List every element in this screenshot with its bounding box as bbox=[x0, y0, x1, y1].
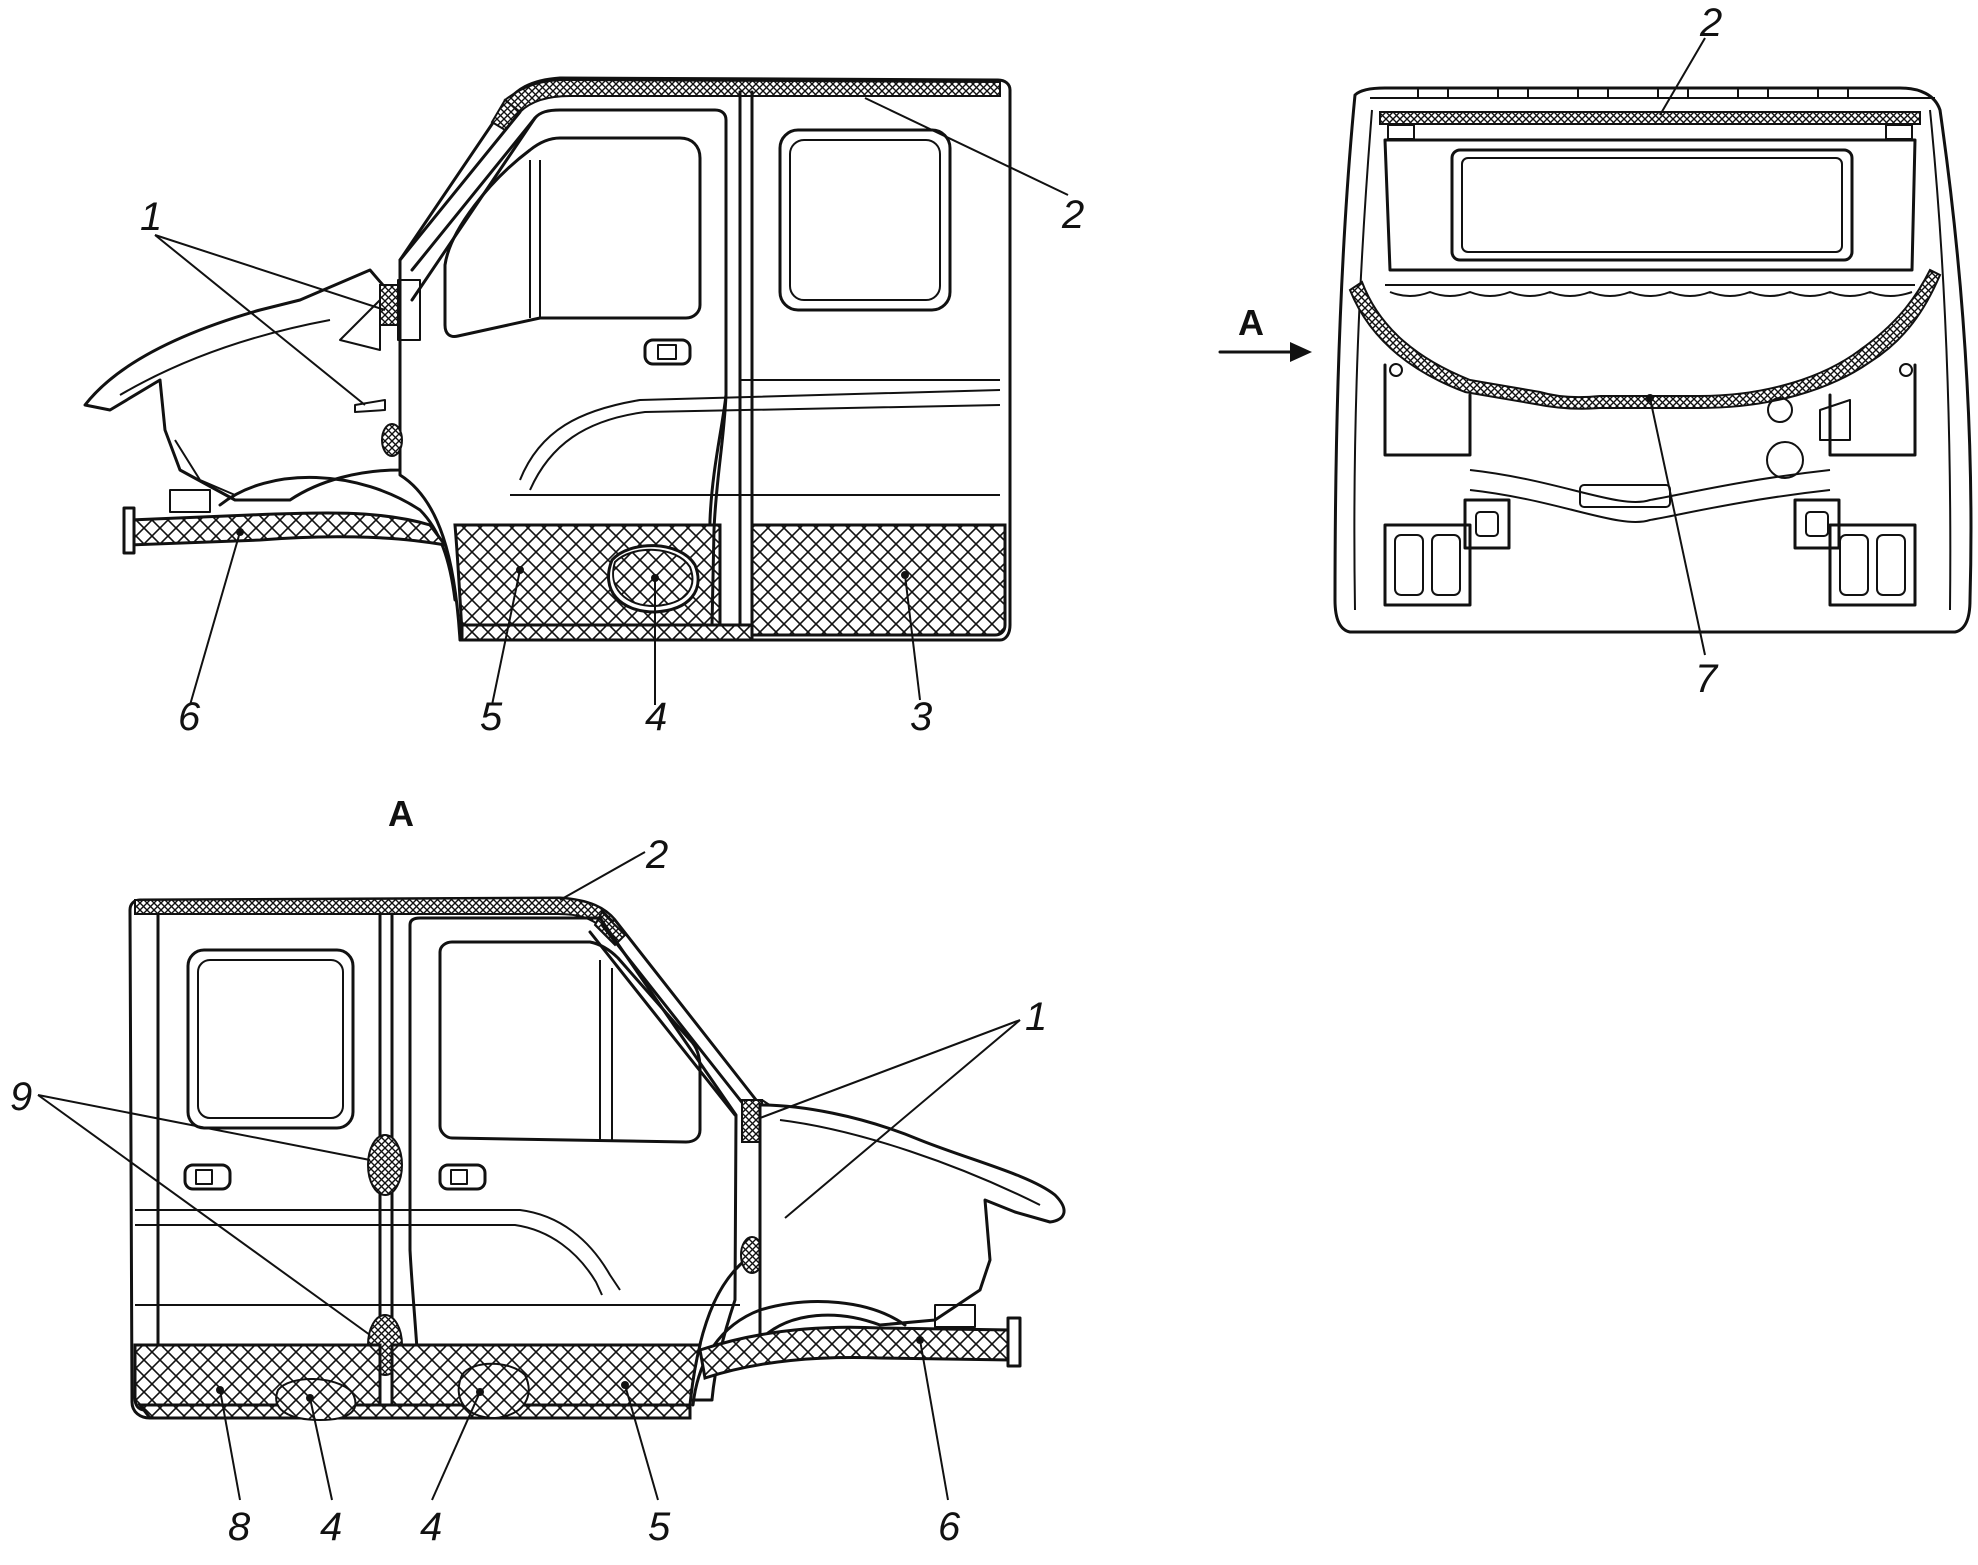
leader-6-top bbox=[189, 531, 241, 706]
leader-1b bbox=[154, 234, 366, 406]
view-arrow-a bbox=[1218, 342, 1312, 362]
leader-2-top bbox=[864, 97, 1069, 196]
right-side-view bbox=[37, 851, 1066, 1501]
front-fender bbox=[83, 268, 402, 502]
callout-4b-bottom: 4 bbox=[420, 1505, 442, 1549]
rear-cab-shell bbox=[1333, 86, 1973, 634]
callout-2-bottom: 2 bbox=[645, 833, 668, 877]
callout-1-bottom: 1 bbox=[1025, 995, 1047, 1039]
leader-1d bbox=[784, 1019, 1021, 1219]
callout-3-top: 3 bbox=[910, 695, 932, 739]
callout-5-top: 5 bbox=[480, 695, 503, 739]
leader-5-bottom bbox=[624, 1384, 659, 1501]
leader-4b bbox=[431, 1391, 481, 1501]
leader-9b bbox=[37, 1094, 371, 1336]
front-door-handle bbox=[643, 338, 692, 366]
leader-1a bbox=[154, 234, 386, 311]
frame-rail-right bbox=[698, 1325, 1012, 1380]
leader-2-rear bbox=[1659, 37, 1706, 116]
patch-front-door bbox=[457, 1362, 530, 1420]
callout-9-bottom: 9 bbox=[10, 1075, 32, 1119]
callout-2-top: 2 bbox=[1061, 193, 1084, 237]
front-door-handle-right bbox=[438, 1163, 487, 1191]
leader-3 bbox=[904, 574, 921, 701]
callout-4-top: 4 bbox=[645, 695, 667, 739]
leader-6-bottom bbox=[919, 1339, 949, 1501]
rear-lower-panel-hatched bbox=[750, 523, 1007, 637]
front-fender-right bbox=[758, 1103, 1066, 1342]
front-door-outline bbox=[410, 108, 728, 627]
patch-rear-door bbox=[275, 1378, 357, 1422]
cab-body bbox=[398, 76, 1012, 642]
callout-5-bottom: 5 bbox=[648, 1505, 671, 1549]
leader-5-top bbox=[491, 569, 521, 706]
left-hinge-bracket bbox=[1463, 498, 1511, 550]
leader-1c bbox=[759, 1019, 1021, 1119]
front-wheel-arch bbox=[218, 476, 457, 602]
back-panel-lower-seam bbox=[1348, 268, 1942, 410]
view-a-title: A bbox=[388, 793, 414, 834]
left-side-view bbox=[83, 76, 1069, 706]
rear-roof-band bbox=[1379, 111, 1921, 125]
rear-door-handle bbox=[183, 1163, 232, 1191]
cab-body-right bbox=[128, 896, 762, 1420]
callout-7-rear: 7 bbox=[1695, 657, 1719, 701]
callout-6-bottom: 6 bbox=[938, 1505, 961, 1549]
view-arrow-label: A bbox=[1238, 302, 1264, 343]
rear-back-window bbox=[1383, 138, 1917, 272]
leader-4a bbox=[309, 1397, 333, 1501]
callout-4a-bottom: 4 bbox=[320, 1505, 342, 1549]
rear-window bbox=[778, 128, 952, 312]
front-door-window bbox=[443, 136, 702, 338]
callout-2-rear: 2 bbox=[1699, 1, 1722, 45]
callout-8-bottom: 8 bbox=[228, 1505, 251, 1549]
leader-9a bbox=[37, 1094, 371, 1161]
frame-rail-hatched bbox=[128, 511, 449, 548]
leader-8 bbox=[219, 1389, 241, 1501]
front-rocker-right bbox=[390, 1343, 702, 1407]
rear-door-window bbox=[186, 948, 355, 1130]
front-door-window-right bbox=[438, 940, 702, 1144]
leader-2-bottom bbox=[559, 851, 646, 901]
rear-view bbox=[1218, 37, 1973, 656]
callout-6-top: 6 bbox=[178, 695, 201, 739]
callout-1-top: 1 bbox=[140, 195, 162, 239]
drain-plug-upper bbox=[367, 1134, 403, 1196]
leader-7 bbox=[1649, 397, 1706, 656]
